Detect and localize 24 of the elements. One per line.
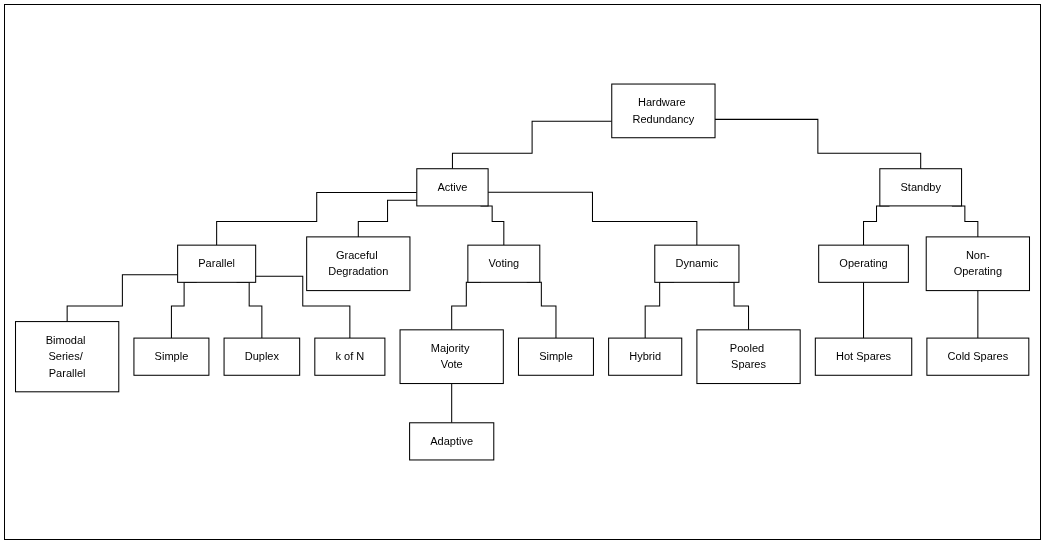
node-box: Hot Spares <box>814 337 913 376</box>
node-box: Operating <box>818 244 909 283</box>
node-box: Hybrid <box>608 337 683 376</box>
node-box: k of N <box>314 337 386 376</box>
node-box: Adaptive <box>409 422 495 461</box>
node-box: Standby <box>879 168 963 207</box>
node-box: Non-Operating <box>925 236 1030 292</box>
node-box: Duplex <box>223 337 301 376</box>
connector <box>255 275 351 339</box>
node-box: Voting <box>467 244 541 283</box>
connector <box>451 383 453 424</box>
connector <box>977 290 979 339</box>
node-box: Simple <box>517 337 594 376</box>
node-box: Cold Spares <box>926 337 1030 376</box>
node-box: Hardware Redundancy <box>611 83 716 139</box>
node-box: Bimodal Series/ Parallel <box>15 321 120 393</box>
node-box: Active <box>416 168 489 207</box>
connector <box>863 281 865 339</box>
node-box: Majority Vote <box>399 329 504 385</box>
node-box: Parallel <box>177 244 257 283</box>
node-box: Graceful Degradation <box>306 236 411 292</box>
node-box: Pooled Spares <box>696 329 801 385</box>
node-box: Dynamic <box>654 244 740 283</box>
node-box: Simple <box>133 337 210 376</box>
